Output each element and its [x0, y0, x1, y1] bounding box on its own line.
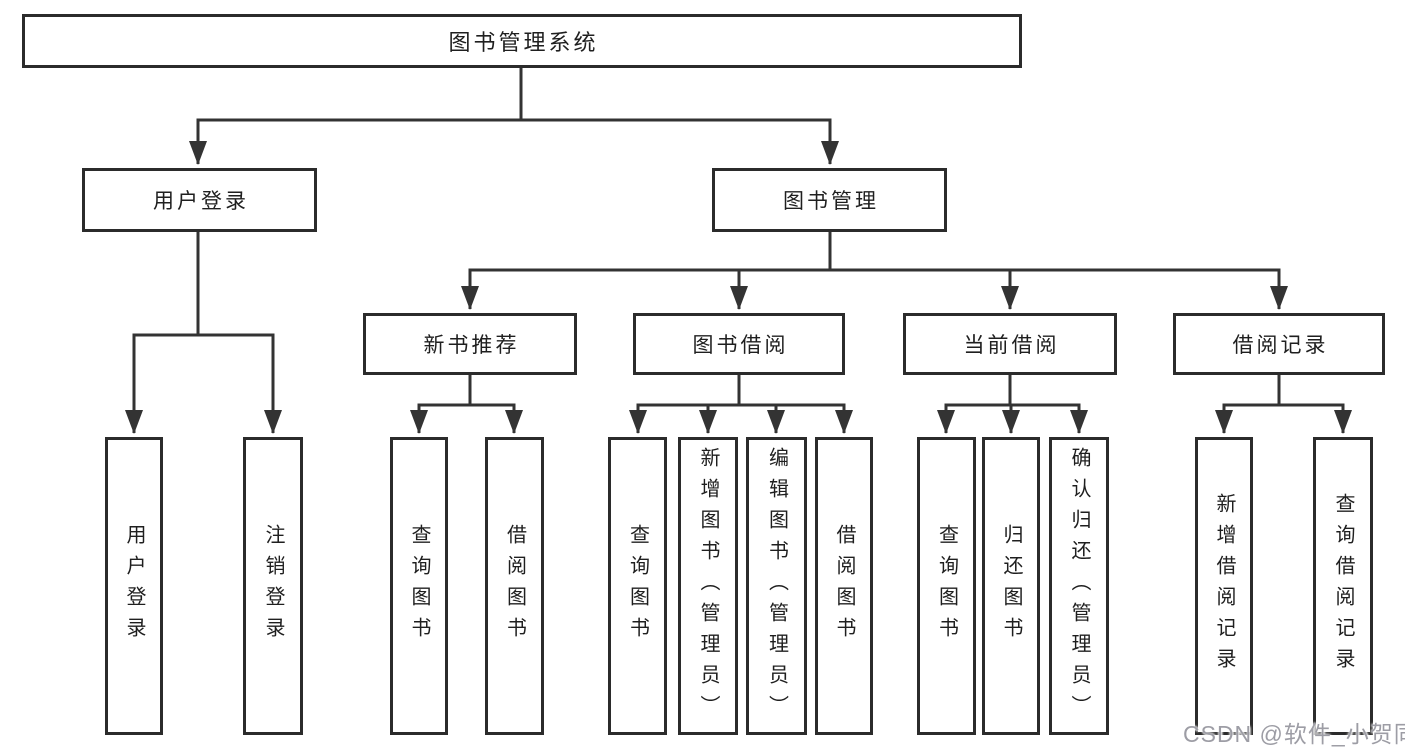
node-book-borrow-label: 图书借阅: [692, 334, 789, 357]
node-borrow-record-label: 借阅记录: [1232, 334, 1329, 357]
leaf-query-books-borrow-label: 查询图书: [626, 524, 649, 648]
leaf-borrow-books-newrec: 借阅图书: [485, 437, 544, 735]
leaf-add-books-admin: 新增图书（管理员）: [678, 437, 738, 735]
leaf-borrow-books-borrow-label: 借阅图书: [833, 524, 855, 648]
leaf-borrow-books-newrec-label: 借阅图书: [503, 524, 526, 648]
leaf-query-books-current-label: 查询图书: [935, 524, 958, 648]
leaf-return-books: 归还图书: [982, 437, 1040, 735]
node-root: 图书管理系统: [22, 14, 1022, 68]
leaf-edit-books-admin: 编辑图书（管理员）: [746, 437, 807, 735]
leaf-user-login: 用户登录: [105, 437, 163, 735]
node-book-mgmt: 图书管理: [712, 168, 947, 232]
leaf-borrow-books-borrow: 借阅图书: [815, 437, 873, 735]
leaf-add-borrow-record-label: 新增借阅记录: [1213, 493, 1235, 679]
leaf-query-books-borrow: 查询图书: [608, 437, 667, 735]
csdn-watermark: CSDN @软件_小贺同学: [1183, 721, 1405, 747]
node-root-label: 图书管理系统: [448, 30, 599, 55]
node-new-book-rec: 新书推荐: [363, 313, 577, 375]
node-new-book-rec-label: 新书推荐: [423, 334, 520, 357]
leaf-edit-books-admin-label: 编辑图书（管理员）: [765, 446, 788, 726]
node-current-borrow-label: 当前借阅: [963, 334, 1060, 357]
leaf-confirm-return-admin: 确认归还（管理员）: [1049, 437, 1109, 735]
node-book-borrow: 图书借阅: [633, 313, 845, 375]
leaf-return-books-label: 归还图书: [1000, 524, 1022, 648]
leaf-query-borrow-record-label: 查询借阅记录: [1332, 493, 1354, 679]
leaf-user-login-label: 用户登录: [123, 524, 145, 648]
leaf-logout-label: 注销登录: [262, 524, 284, 648]
node-user-login: 用户登录: [82, 168, 317, 232]
leaf-query-books-newrec-label: 查询图书: [408, 524, 430, 648]
leaf-query-borrow-record: 查询借阅记录: [1313, 437, 1373, 735]
node-book-mgmt-label: 图书管理: [783, 190, 879, 213]
leaf-logout: 注销登录: [243, 437, 303, 735]
leaf-query-books-newrec: 查询图书: [390, 437, 448, 735]
leaf-query-books-current: 查询图书: [917, 437, 976, 735]
node-current-borrow: 当前借阅: [903, 313, 1117, 375]
leaf-confirm-return-admin-label: 确认归还（管理员）: [1068, 446, 1090, 726]
node-user-login-label: 用户登录: [153, 190, 249, 213]
leaf-add-books-admin-label: 新增图书（管理员）: [697, 446, 719, 726]
leaf-add-borrow-record: 新增借阅记录: [1195, 437, 1253, 735]
node-borrow-record: 借阅记录: [1173, 313, 1385, 375]
